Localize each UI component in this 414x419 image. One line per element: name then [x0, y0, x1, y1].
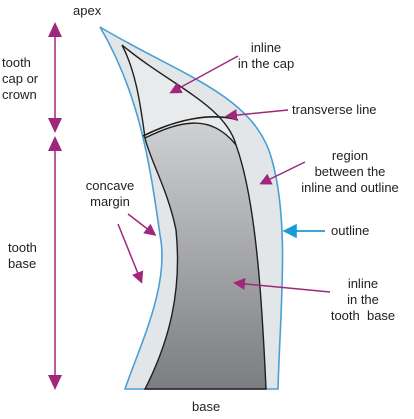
inline-cap-label: inline in the cap — [226, 40, 306, 72]
tooth-cap-label: tooth cap or crown — [2, 55, 38, 103]
tooth-cap-line-3: crown — [2, 87, 37, 102]
tooth-cap-line-1: tooth — [2, 55, 31, 70]
concave-pointer-lower — [117, 223, 144, 284]
concave-margin-label: concave margin — [80, 178, 140, 210]
tooth-base-line-2: base — [8, 256, 37, 271]
region-line-1: region — [331, 148, 369, 163]
region-pointer — [259, 161, 306, 185]
inline-base-line-1: inline — [347, 276, 379, 291]
base-label: base — [192, 399, 221, 414]
apex-label: apex — [73, 3, 102, 18]
inline-cap-line-2: in the cap — [237, 56, 295, 71]
transverse-pointer — [225, 109, 289, 122]
outline-label: outline — [331, 223, 370, 238]
inline-base-label: inline in the tooth base — [318, 276, 408, 324]
transverse-line-label: transverse line — [292, 102, 377, 117]
tooth-base-label: tooth base — [8, 240, 37, 272]
inline-cap-pointer — [169, 55, 239, 94]
inline-base-line-3: tooth base — [330, 308, 396, 323]
inline-base-pointer — [233, 277, 331, 293]
inline-cap-line-1: inline — [250, 40, 282, 55]
tooth-cap-line-2: cap or — [2, 71, 39, 86]
cap-height-arrow — [48, 22, 62, 133]
region-line-3: inline and outline — [301, 180, 399, 195]
concave-pointer-upper — [127, 213, 157, 236]
base-height-arrow — [48, 136, 62, 390]
tooth-base-line-1: tooth — [8, 240, 37, 255]
concave-margin-line-1: concave — [85, 178, 135, 193]
region-between-label: region between the inline and outline — [290, 148, 410, 196]
inline-base-region — [143, 122, 267, 390]
region-line-2: between the — [314, 164, 386, 179]
inline-base-line-2: in the — [347, 292, 379, 307]
concave-margin-line-2: margin — [90, 194, 130, 209]
